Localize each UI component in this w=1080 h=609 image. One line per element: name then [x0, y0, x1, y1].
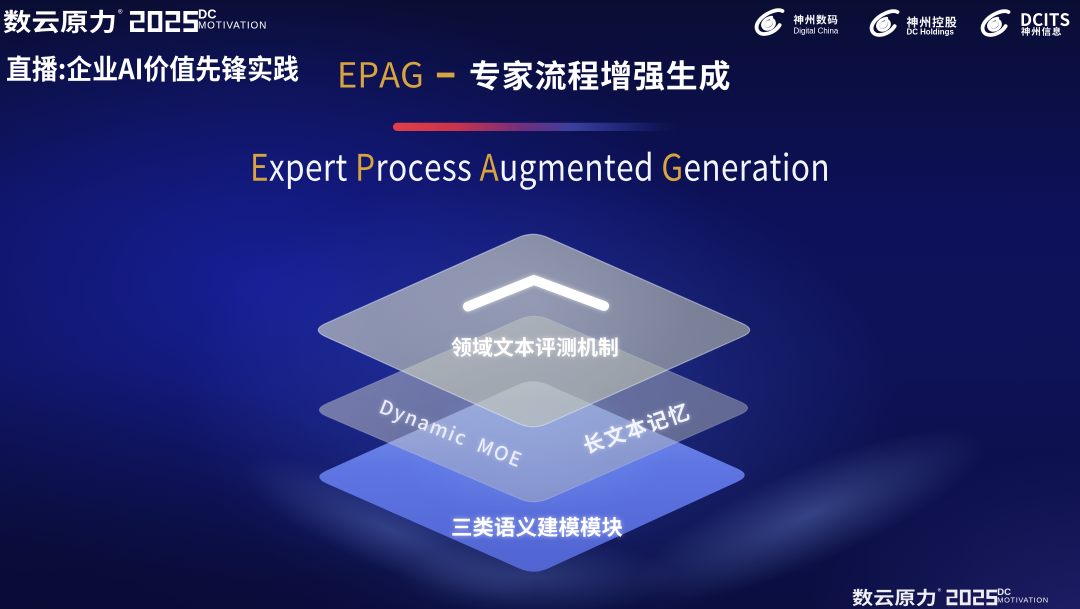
svg-text:Digital China: Digital China [794, 27, 839, 36]
svg-text:DC: DC [198, 7, 216, 22]
svg-text:MOTIVATION: MOTIVATION [198, 21, 267, 32]
svg-text:DC Holdings: DC Holdings [907, 27, 955, 36]
